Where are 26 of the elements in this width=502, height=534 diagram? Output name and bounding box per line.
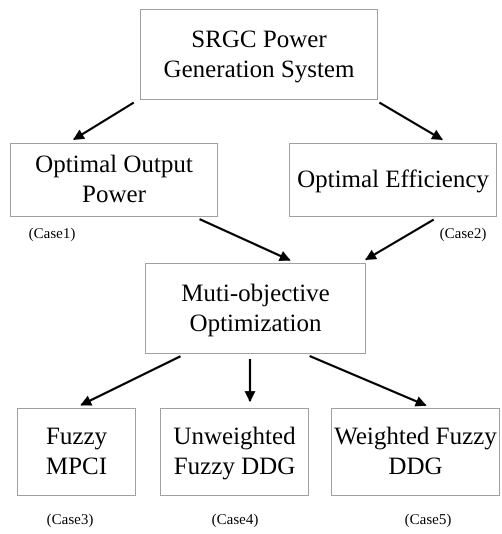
box-label: Unweighted Fuzzy DDG [172, 422, 297, 482]
process-box [160, 408, 309, 496]
arrow [199, 218, 291, 262]
arrow [80, 355, 181, 406]
arrow [73, 102, 134, 140]
process-box [145, 263, 366, 354]
process-box [17, 408, 136, 496]
case-label: (Case4) [212, 512, 258, 529]
box-label: Optimal Output Power [34, 150, 194, 210]
process-box [140, 9, 378, 100]
arrow [378, 102, 443, 140]
box-label: Muti-objective Optimization [180, 278, 331, 338]
box-label: Optimal Efficiency [297, 165, 489, 195]
process-box [331, 408, 500, 496]
box-label: Fuzzy MPCI [44, 422, 108, 482]
box-label: Weighted Fuzzy DDG [333, 422, 498, 482]
case-label: (Case1) [28, 226, 76, 243]
arrow [244, 359, 256, 402]
arrow [365, 218, 434, 260]
case-label: (Case3) [46, 512, 94, 529]
case-label: (Case2) [440, 226, 486, 243]
case-label: (Case5) [404, 512, 452, 529]
arrow [309, 354, 427, 406]
box-label: SRGC Power Generation System [162, 24, 356, 84]
process-box [10, 143, 218, 217]
process-box [289, 143, 497, 217]
